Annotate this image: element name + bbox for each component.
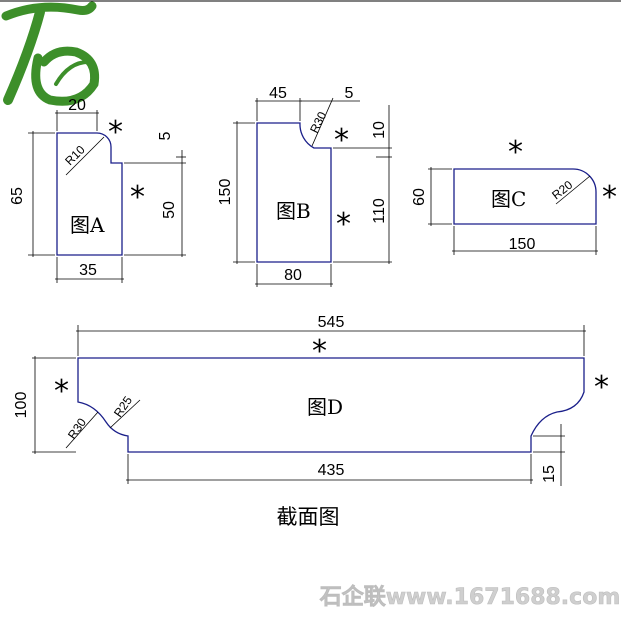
- figure-d-dim-bottom: 435: [318, 462, 345, 479]
- figure-a-mark-side: *: [130, 180, 145, 215]
- figure-d-dim-height: 100: [13, 392, 30, 419]
- figure-d-dimensions: [32, 325, 586, 486]
- drawing-caption: 截面图: [277, 505, 340, 529]
- figure-b-dim-upper: 10: [371, 121, 388, 139]
- figure-a-dim-top: 20: [68, 97, 86, 114]
- figure-d-dim-step: 15: [541, 465, 558, 483]
- figure-b-outline: [256, 122, 332, 263]
- figure-b-dimensions: [233, 97, 392, 287]
- figure-d-radius-right: R25: [111, 393, 135, 419]
- figure-a-dim-height: 65: [9, 187, 26, 205]
- figure-b-mark-side: *: [336, 207, 351, 242]
- figure-b-label: 图B: [276, 199, 311, 223]
- figure-a-dim-bottom: 35: [79, 262, 97, 279]
- figure-a-radius: R10: [62, 142, 88, 168]
- figure-d-radius-left: R30: [65, 415, 89, 441]
- logo-icon: [1, 1, 100, 106]
- figure-d-dim-top: 545: [318, 314, 345, 331]
- figure-c-label: 图C: [491, 187, 526, 211]
- figure-b-dim-top-right: 5: [345, 85, 354, 102]
- figure-d-mark-left: *: [54, 374, 69, 409]
- figure-b-dim-bottom: 80: [284, 267, 302, 284]
- figure-c-dim-bottom: 150: [509, 236, 536, 253]
- figure-b-dim-top-left: 45: [269, 85, 287, 102]
- figure-a-dim-lower: 50: [161, 201, 178, 219]
- figure-c-mark-top: *: [508, 135, 523, 170]
- figure-d-mark-right: *: [594, 370, 609, 405]
- figure-a-label: 图A: [70, 213, 105, 237]
- figure-d-mark-top: *: [312, 334, 327, 369]
- figure-b-dim-lower: 110: [371, 198, 388, 224]
- figure-c-dim-height: 60: [411, 188, 428, 206]
- figure-c-dimensions: [428, 167, 598, 255]
- figure-a-outline: [56, 132, 123, 256]
- figure-b-dim-height: 150: [217, 179, 234, 206]
- watermark: 石企联www.1671688.com: [319, 584, 621, 610]
- figure-a-dimensions: [28, 110, 186, 283]
- figure-d-outline: [77, 357, 585, 453]
- figure-b-mark-top: *: [334, 123, 349, 158]
- figure-a-mark-top: *: [108, 115, 123, 150]
- figure-a-dim-upper: 5: [157, 131, 174, 140]
- figure-c-mark-side: *: [602, 180, 617, 215]
- figure-c-outline: [453, 168, 597, 225]
- figure-d-label: 图D: [307, 395, 343, 419]
- figure-c-radius: R20: [549, 178, 575, 203]
